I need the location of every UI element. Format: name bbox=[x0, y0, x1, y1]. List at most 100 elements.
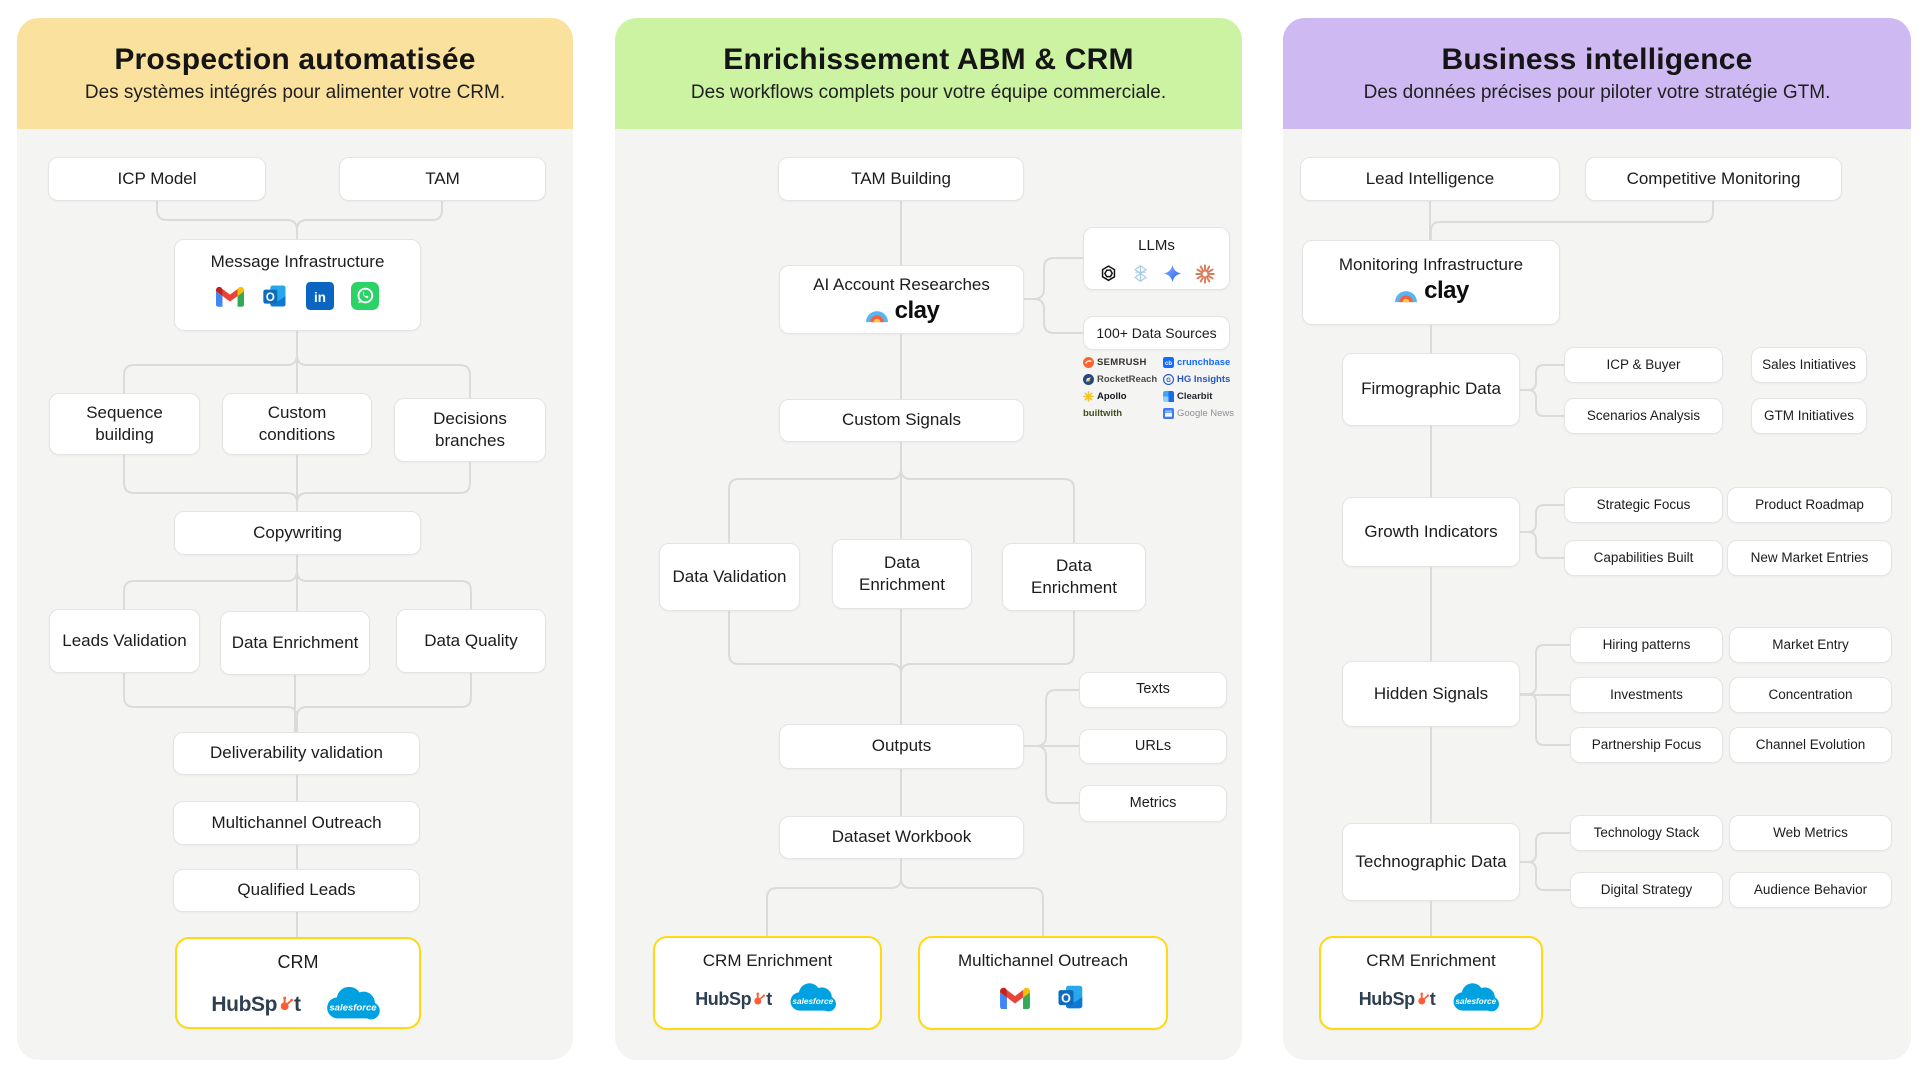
node-data-enrichment-2: Data Enrichment bbox=[1002, 543, 1146, 611]
apollo-logo: Apollo bbox=[1083, 391, 1163, 402]
outreach-channel-icons: O bbox=[1000, 982, 1086, 1012]
panel-enrichissement-header: Enrichissement ABM & CRM Des workflows c… bbox=[615, 18, 1242, 129]
svg-text:cb: cb bbox=[1165, 361, 1172, 367]
outlook-icon: O bbox=[263, 285, 286, 307]
node-dataset-workbook: Dataset Workbook bbox=[779, 816, 1024, 859]
node-label: Scenarios Analysis bbox=[1586, 408, 1701, 424]
svg-text:G: G bbox=[1166, 378, 1171, 384]
clay-wordmark: clay bbox=[1424, 277, 1469, 305]
node-concentration: Concentration bbox=[1729, 677, 1892, 713]
semrush-icon bbox=[1083, 357, 1094, 368]
node-data-quality: Data Quality bbox=[396, 609, 546, 673]
message-channel-icons: O in bbox=[216, 282, 379, 311]
hg-insights-icon: G bbox=[1163, 374, 1174, 385]
node-scenarios-analysis: Scenarios Analysis bbox=[1564, 398, 1723, 434]
node-label: Message Infrastructure bbox=[210, 252, 385, 271]
salesforce-logo: salesforce bbox=[1453, 983, 1500, 1012]
node-message-infrastructure: Message Infrastructure O in bbox=[174, 239, 421, 331]
node-audience-behavior: Audience Behavior bbox=[1729, 872, 1892, 908]
node-label: Deliverability validation bbox=[210, 743, 383, 763]
node-label: Qualified Leads bbox=[237, 880, 356, 900]
node-growth-indicators: Growth Indicators bbox=[1342, 497, 1520, 567]
node-label: Dataset Workbook bbox=[831, 827, 972, 847]
node-outputs: Outputs bbox=[779, 724, 1024, 769]
linkedin-icon: in bbox=[306, 282, 334, 311]
hubspot-sprocket-icon bbox=[280, 996, 294, 1011]
panel-subtitle: Des systèmes intégrés pour alimenter vot… bbox=[84, 82, 506, 103]
node-technology-stack: Technology Stack bbox=[1570, 815, 1723, 851]
node-data-enrichment-1: Data Enrichment bbox=[832, 539, 972, 609]
node-label: Multichannel Outreach bbox=[957, 951, 1129, 970]
svg-text:in: in bbox=[314, 290, 326, 305]
node-texts: Texts bbox=[1079, 672, 1227, 708]
node-data-validation: Data Validation bbox=[659, 543, 800, 611]
node-label: Concentration bbox=[1768, 687, 1853, 703]
svg-text:O: O bbox=[1061, 992, 1071, 1006]
node-label: LLMs bbox=[1138, 237, 1175, 254]
node-lead-intelligence: Lead Intelligence bbox=[1300, 157, 1560, 201]
node-label: Strategic Focus bbox=[1596, 497, 1691, 513]
node-tam-building: TAM Building bbox=[778, 157, 1024, 201]
hubspot-wordmark: t bbox=[1429, 989, 1436, 1010]
claude-icon bbox=[1194, 264, 1215, 284]
node-label: Technographic Data bbox=[1355, 851, 1507, 871]
panel-title: Business intelligence bbox=[1441, 43, 1753, 76]
panel-prospection-header: Prospection automatisée Des systèmes int… bbox=[17, 18, 573, 129]
node-copywriting: Copywriting bbox=[174, 511, 421, 555]
panel-subtitle: Des données précises pour piloter votre … bbox=[1363, 82, 1831, 103]
node-label: Metrics bbox=[1129, 794, 1177, 811]
node-label: TAM Building bbox=[851, 168, 951, 188]
node-label: ICP & Buyer bbox=[1606, 357, 1681, 373]
salesforce-wordmark: salesforce bbox=[1456, 997, 1497, 1006]
builtwith-logo: builtwith bbox=[1083, 408, 1123, 419]
node-tam: TAM bbox=[339, 157, 546, 201]
google-news-logo: Google News bbox=[1163, 408, 1234, 419]
google-news-icon bbox=[1163, 408, 1174, 419]
node-sequence-building: Sequence building bbox=[49, 393, 200, 455]
node-label: Multichannel Outreach bbox=[211, 812, 382, 832]
node-label: Copywriting bbox=[253, 522, 342, 542]
llm-icons bbox=[1098, 263, 1216, 285]
node-label: Firmographic Data bbox=[1361, 379, 1501, 399]
node-icp-buyer: ICP & Buyer bbox=[1564, 347, 1723, 383]
node-label: AI Account Researches bbox=[813, 275, 990, 294]
node-label: CRM Enrichment bbox=[1366, 951, 1496, 970]
panel-title: Enrichissement ABM & CRM bbox=[723, 43, 1134, 76]
node-deliverability-validation: Deliverability validation bbox=[173, 732, 420, 775]
node-multichannel-outreach-final: Multichannel Outreach O bbox=[918, 936, 1168, 1030]
node-qualified-leads: Qualified Leads bbox=[173, 869, 420, 912]
node-label: Capabilities Built bbox=[1593, 550, 1694, 566]
node-label: Sales Initiatives bbox=[1762, 357, 1856, 373]
node-label: Outputs bbox=[871, 736, 932, 756]
node-label: Leads Validation bbox=[62, 630, 187, 650]
node-channel-evolution: Channel Evolution bbox=[1729, 727, 1892, 763]
node-custom-conditions: Custom conditions bbox=[222, 393, 372, 455]
node-label: Data Enrichment bbox=[1031, 555, 1117, 597]
node-leads-validation: Leads Validation bbox=[49, 609, 200, 673]
node-label: CRM Enrichment bbox=[702, 951, 833, 970]
node-label: ICP Model bbox=[117, 168, 197, 188]
node-monitoring-infrastructure: Monitoring Infrastructure clay bbox=[1302, 240, 1560, 325]
panel-business-intelligence-header: Business intelligence Des données précis… bbox=[1283, 18, 1911, 129]
node-market-entry: Market Entry bbox=[1729, 627, 1892, 663]
panel-subtitle: Des workflows complets pour votre équipe… bbox=[690, 82, 1167, 103]
hubspot-wordmark: t bbox=[294, 993, 301, 1017]
node-label: Decisions branches bbox=[433, 408, 507, 450]
hubspot-sprocket-icon bbox=[754, 992, 766, 1005]
outlook-icon: O bbox=[1058, 986, 1083, 1009]
crunchbase-icon: cb bbox=[1163, 357, 1174, 368]
node-label: Hidden Signals bbox=[1373, 683, 1489, 703]
node-competitive-monitoring: Competitive Monitoring bbox=[1585, 157, 1842, 201]
node-label: Custom Signals bbox=[841, 410, 962, 430]
node-label: Competitive Monitoring bbox=[1626, 168, 1801, 188]
